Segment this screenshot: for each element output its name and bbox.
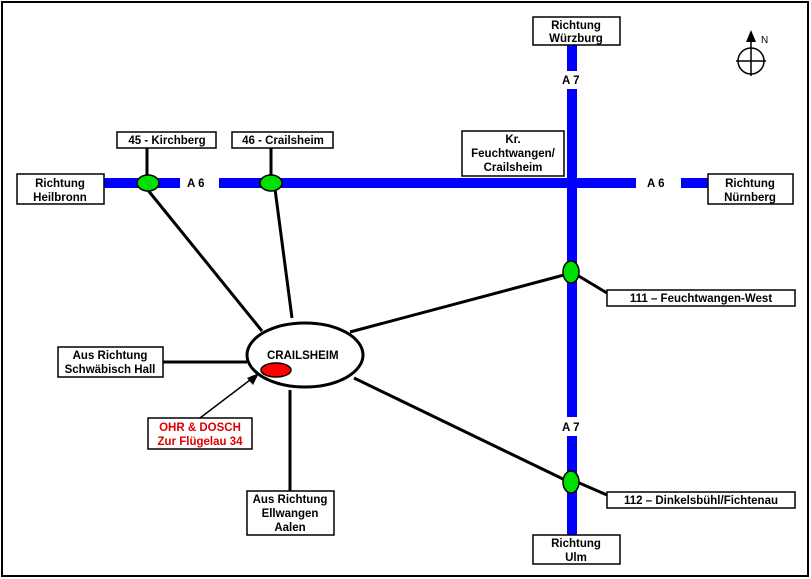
box-ellwangen-line2: Ellwangen (262, 508, 319, 520)
box-nuernberg-line1: Richtung (725, 178, 775, 190)
city-label: CRAILSHEIM (267, 350, 339, 362)
box-ellwangen-line3: Aalen (274, 522, 305, 534)
compass-icon: N (736, 30, 768, 76)
junction-crailsheim (259, 174, 283, 192)
a6-label-left: A 6 (187, 178, 204, 190)
box-ohr-dosch: OHR & DOSCH Zur Flügelau 34 (147, 417, 253, 450)
a7-segment-middle (567, 89, 577, 417)
road-dinkelsbuehl-city (353, 376, 564, 481)
road-feuchtwangen-city (349, 273, 565, 334)
roads (145, 148, 608, 497)
box-feuchtwangen-west-line1: 111 – Feuchtwangen-West (630, 293, 772, 305)
box-kreuz: Kr. Feuchtwangen/ Crailsheim (461, 130, 565, 177)
road-dinkelsbuehl-leader (576, 480, 608, 497)
box-kreuz-line2: Feuchtwangen/ (471, 148, 556, 160)
target-location-marker (260, 362, 292, 378)
box-nuernberg-line2: Nürnberg (724, 192, 776, 204)
box-dinkelsbuehl-line1: 112 – Dinkelsbühl/Fichtenau (624, 495, 778, 507)
box-crailsheim-exit-line1: 46 - Crailsheim (242, 135, 324, 147)
box-heilbronn-line2: Heilbronn (33, 192, 87, 204)
a6-label-right: A 6 (647, 178, 664, 190)
box-wuerzburg: Richtung Würzburg (532, 16, 621, 46)
box-kirchberg-line1: 45 - Kirchberg (128, 135, 205, 147)
box-heilbronn-line1: Richtung (35, 178, 85, 190)
box-ohr-dosch-line1: OHR & DOSCH (159, 422, 241, 434)
a7-label-top: A 7 (562, 75, 579, 87)
box-schwaebisch-hall-line1: Aus Richtung (73, 350, 148, 362)
road-feuchtwangen-leader (576, 273, 608, 295)
box-wuerzburg-line1: Richtung (551, 20, 601, 32)
a7-segment-north (567, 45, 577, 71)
road-crailsheim-exit-city (273, 188, 294, 319)
a6-segment-east (681, 178, 708, 188)
junction-dinkelsbuehl (562, 470, 580, 494)
box-schwaebisch-hall-line2: Schwäbisch Hall (65, 364, 156, 376)
box-ulm-line1: Richtung (551, 538, 601, 550)
target-arrow (199, 373, 259, 419)
box-kreuz-line1: Kr. (505, 134, 520, 146)
box-ohr-dosch-line2: Zur Flügelau 34 (158, 436, 244, 448)
junction-kirchberg (136, 174, 160, 192)
box-ulm: Richtung Ulm (532, 534, 621, 565)
a7-motorway (567, 45, 577, 535)
box-nuernberg: Richtung Nürnberg (707, 173, 794, 205)
box-ellwangen-line1: Aus Richtung (253, 494, 328, 506)
box-crailsheim-exit: 46 - Crailsheim (231, 131, 334, 149)
junctions (136, 174, 580, 494)
box-feuchtwangen-west: 111 – Feuchtwangen-West (606, 289, 796, 307)
compass-north-label: N (761, 35, 768, 46)
box-kirchberg: 45 - Kirchberg (116, 131, 217, 149)
box-dinkelsbuehl: 112 – Dinkelsbühl/Fichtenau (606, 491, 796, 509)
box-wuerzburg-line2: Würzburg (549, 33, 603, 45)
box-kreuz-line3: Crailsheim (484, 162, 543, 174)
a6-segment-middle (219, 178, 636, 188)
road-kirchberg-city (145, 188, 264, 332)
a7-label-bottom: A 7 (562, 422, 579, 434)
junction-feuchtwangen-west (562, 260, 580, 284)
box-heilbronn: Richtung Heilbronn (16, 173, 105, 205)
box-ellwangen: Aus Richtung Ellwangen Aalen (246, 490, 335, 536)
box-schwaebisch-hall: Aus Richtung Schwäbisch Hall (57, 346, 164, 378)
box-ulm-line2: Ulm (565, 552, 587, 564)
